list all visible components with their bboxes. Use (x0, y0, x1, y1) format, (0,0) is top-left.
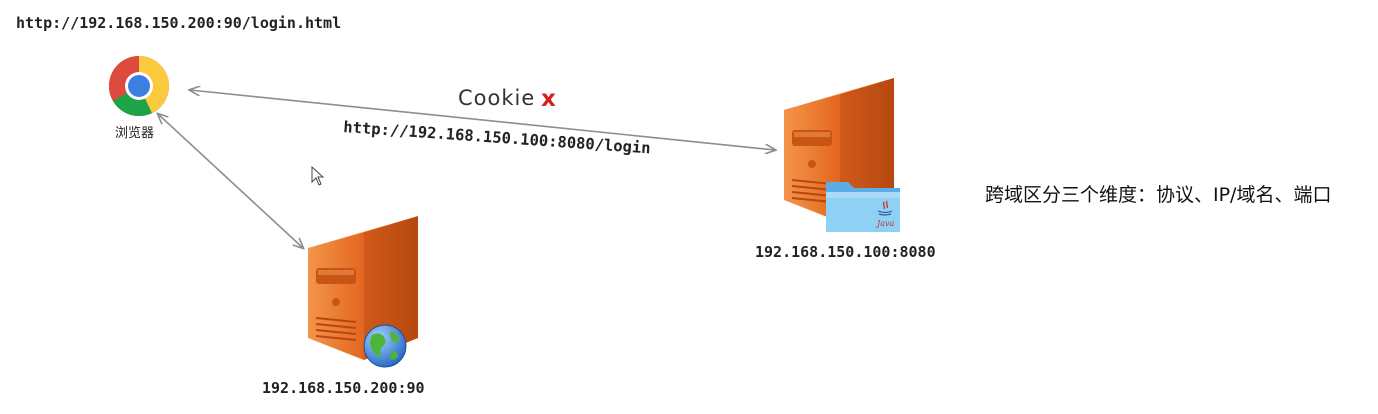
web-server-label: 192.168.150.200:90 (262, 379, 425, 397)
web-server-icon (308, 216, 418, 360)
java-server-label: 192.168.150.100:8080 (755, 243, 936, 261)
cookie-label: Cookie (458, 86, 536, 110)
page-url-text: http://192.168.150.200:90/login.html (16, 14, 342, 32)
mouse-cursor-icon (311, 166, 325, 186)
java-badge-text: Java (875, 219, 894, 228)
java-server-icon (784, 78, 894, 222)
browser-web-server-arrow (158, 114, 303, 248)
cookie-blocked-mark: x (541, 86, 556, 112)
java-folder-icon: Java (826, 182, 900, 232)
browser-label: 浏览器 (115, 126, 155, 141)
globe-icon (363, 324, 407, 368)
browser-java-server-arrow (190, 90, 775, 150)
chrome-browser-icon (108, 55, 170, 117)
cross-origin-note: 跨域区分三个维度：协议、IP/域名、端口 (985, 184, 1332, 206)
